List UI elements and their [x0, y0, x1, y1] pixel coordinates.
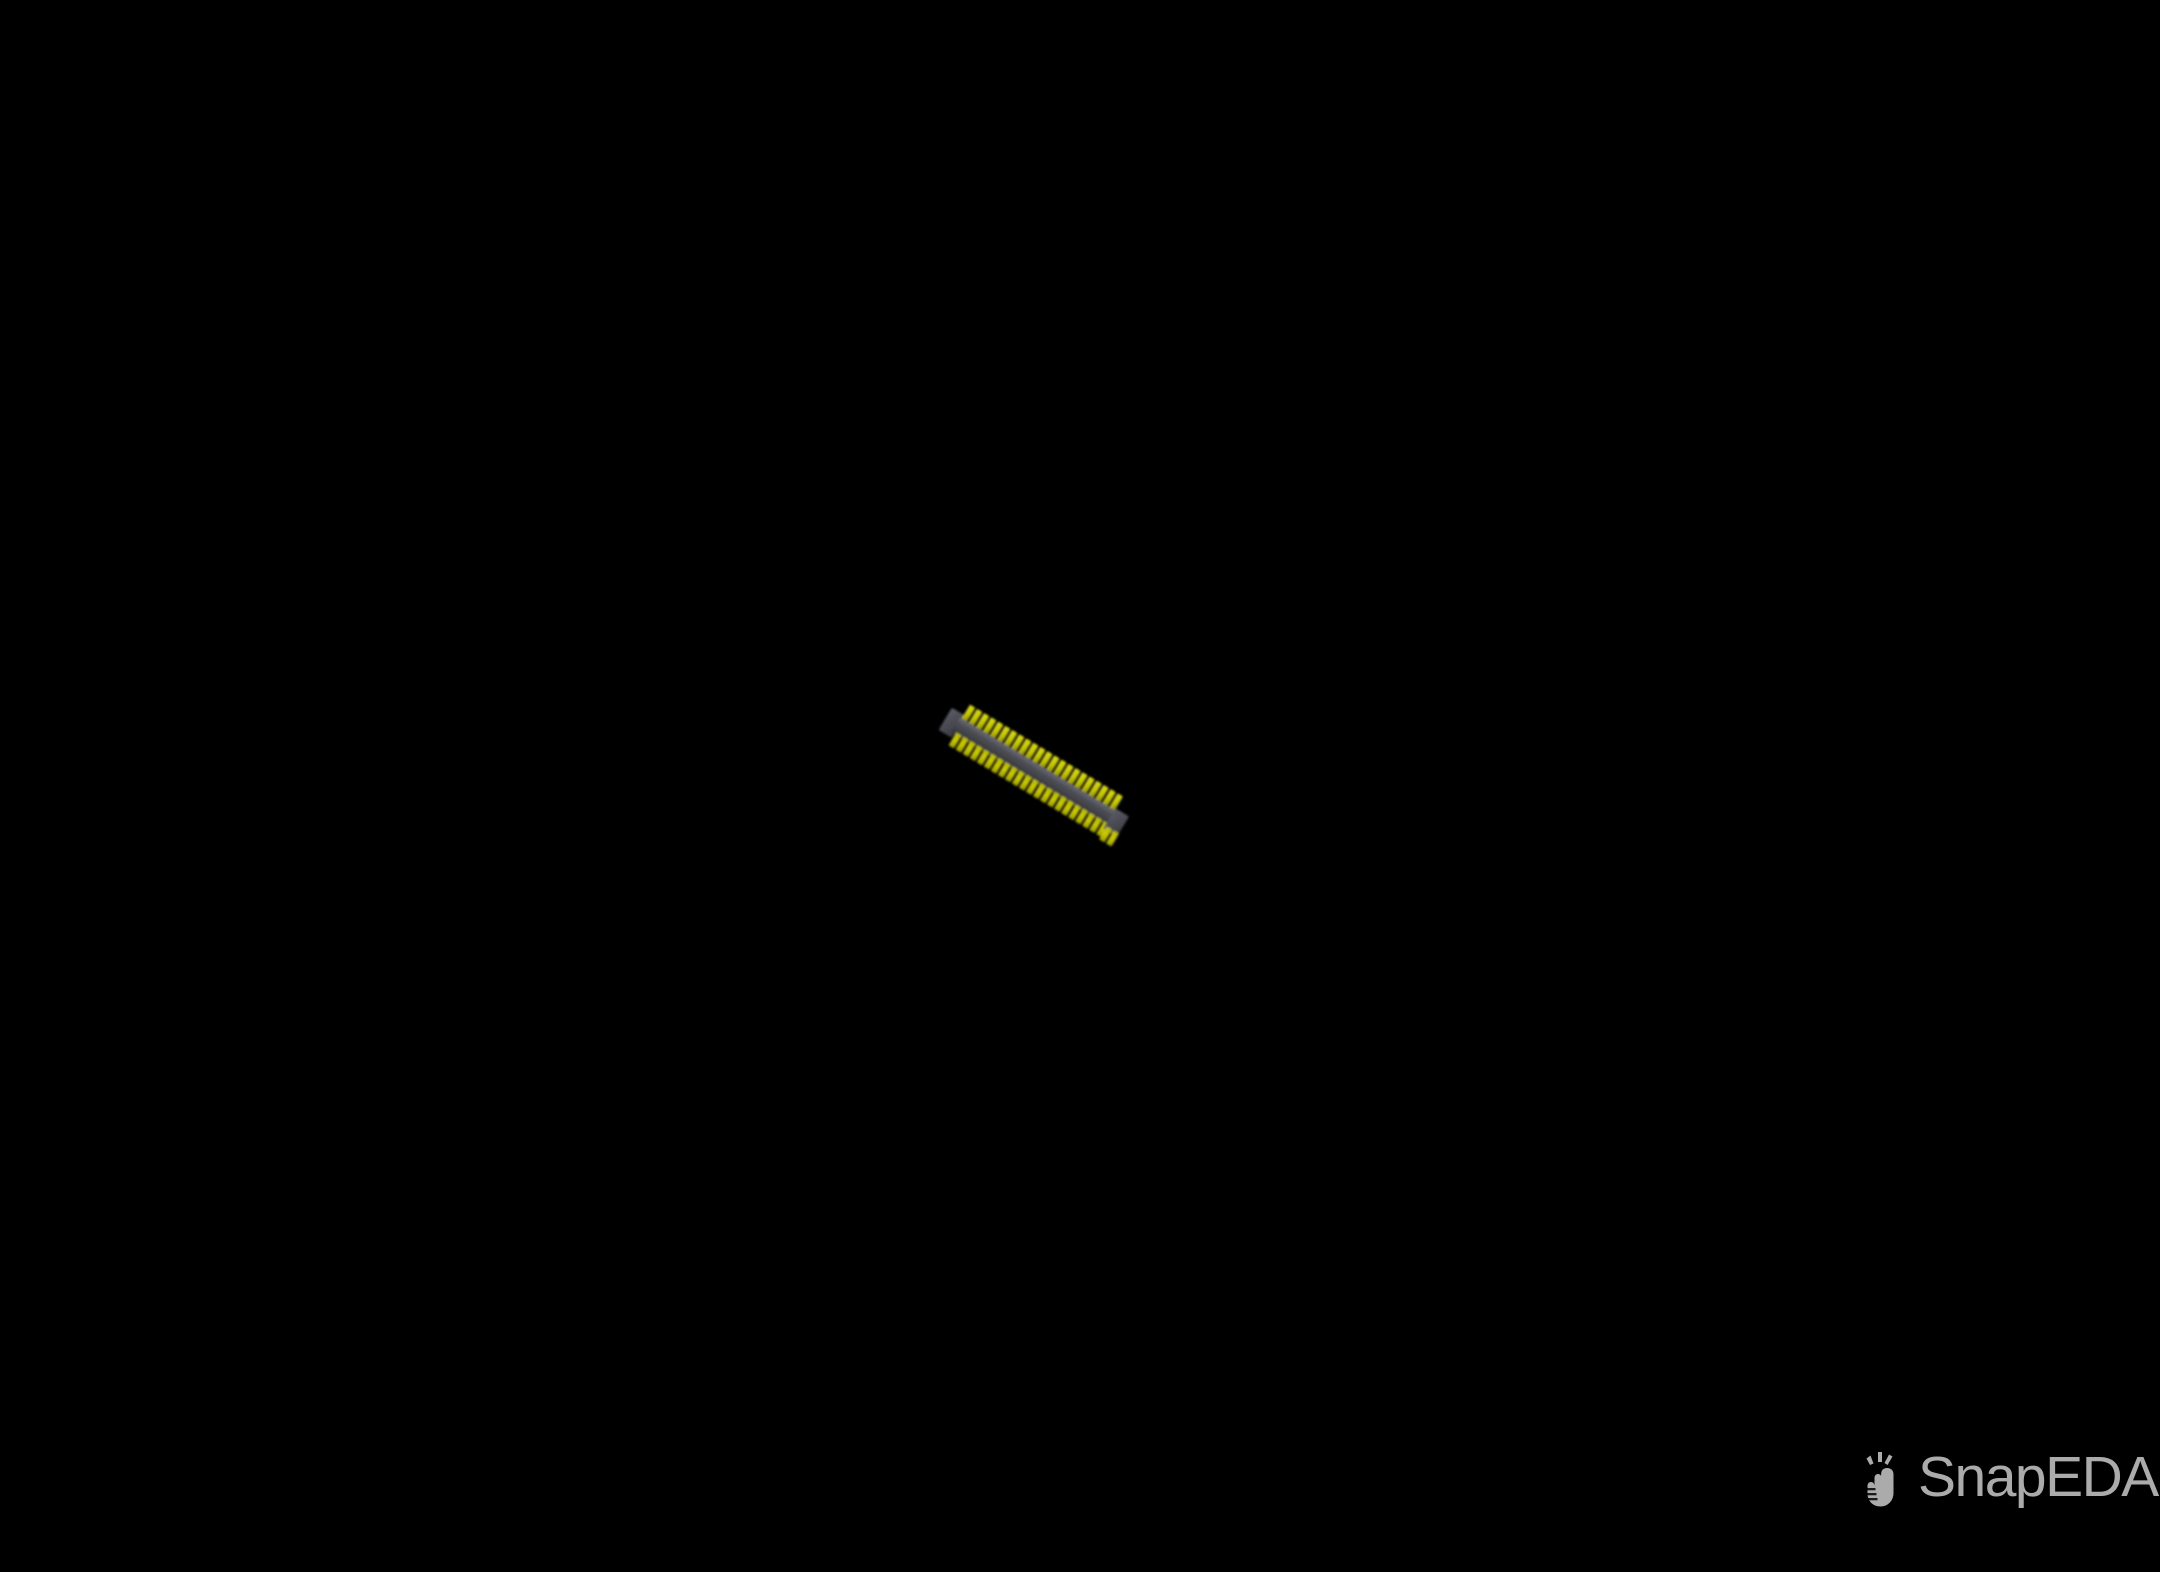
connector-body-highlight	[958, 717, 1116, 814]
connector-plastic-body	[951, 717, 1116, 826]
snapeda-watermark: SnapEDA	[1862, 1444, 2159, 1510]
snapping-fingers-hand-icon	[1866, 1452, 1894, 1507]
pin-header-connector-model	[939, 704, 1129, 847]
snapeda-wordmark: SnapEDA	[1918, 1444, 2159, 1509]
connector-end-cap-left	[939, 708, 964, 737]
